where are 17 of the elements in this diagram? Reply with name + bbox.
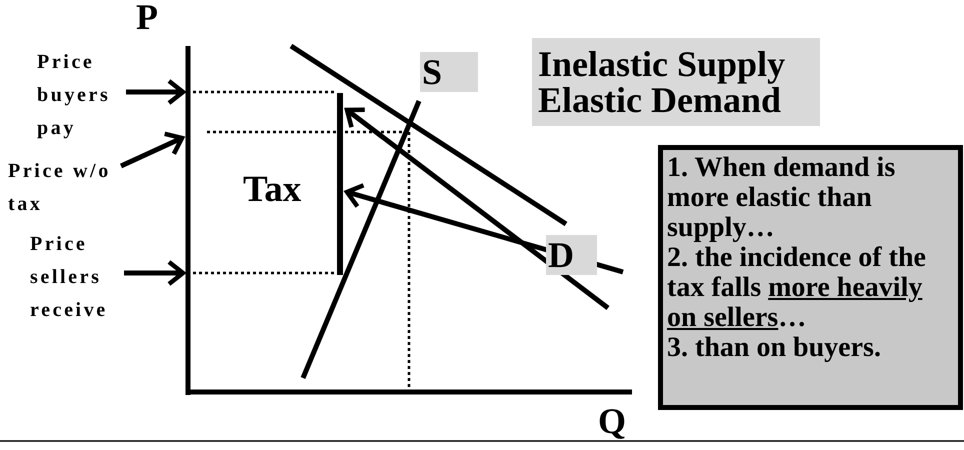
arrow — [344, 107, 610, 310]
price-label: Price buyers pay — [37, 46, 125, 146]
axis-label: Q — [598, 404, 626, 438]
title-banner: Inelastic Supply Elastic Demand — [532, 38, 820, 126]
note-text: 1. When demand is more elastic than supply… — [667, 153, 896, 243]
curve-label: S — [420, 52, 478, 92]
curve-label: D — [546, 235, 597, 275]
price-label: Price w/o tax — [8, 155, 120, 221]
arrow — [126, 78, 186, 106]
arrow — [120, 132, 184, 168]
axis-label: P — [136, 0, 158, 34]
note-text: 2. the incidence of the tax falls more heavily on sellers… — [667, 243, 927, 333]
tax-label: Tax — [243, 171, 302, 209]
note-text: 3. than on buyers. — [667, 333, 882, 363]
note-box — [658, 145, 963, 410]
arrow — [124, 260, 186, 286]
price-label: Price sellers receive — [30, 228, 123, 328]
